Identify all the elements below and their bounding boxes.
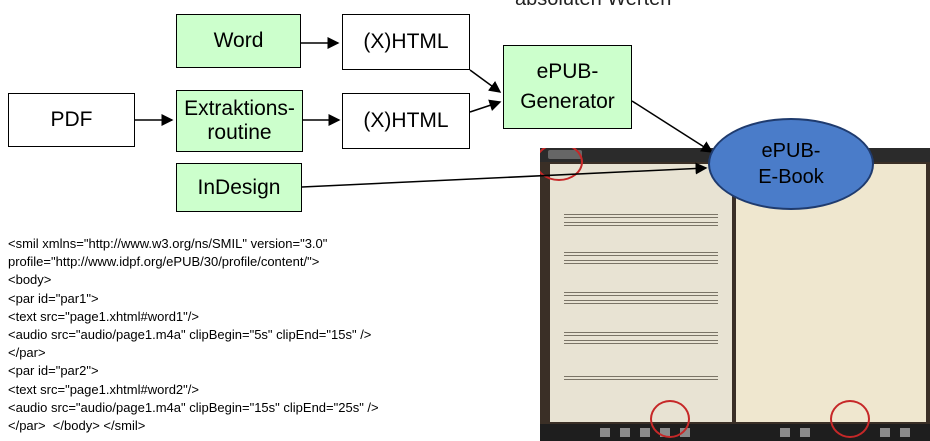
node-word: Word xyxy=(176,14,301,68)
page-thumbnail xyxy=(800,428,810,437)
node-xhtml-2: (X)HTML xyxy=(342,93,470,149)
node-xhtml-1: (X)HTML xyxy=(342,14,470,70)
code-line: <text src="page1.xhtml#word1"/> xyxy=(8,308,199,324)
code-line: <smil xmlns="http://www.w3.org/ns/SMIL" … xyxy=(8,236,328,251)
node-epub-ebook: ePUB- E-Book xyxy=(708,118,874,210)
node-epub-generator: ePUB- Generator xyxy=(503,45,632,129)
annotation-circle xyxy=(830,400,870,438)
node-indesign-label: InDesign xyxy=(197,175,281,199)
page-thumbnail xyxy=(680,428,690,437)
node-pdf: PDF xyxy=(8,93,135,147)
ebook-screenshot-image xyxy=(540,148,930,441)
node-extraction: Extraktions- routine xyxy=(176,90,303,152)
code-line: </par> </body> </smil> xyxy=(8,418,146,434)
page-thumbnail xyxy=(600,428,610,437)
music-staff xyxy=(564,292,718,296)
code-line: <par id="par2"> xyxy=(8,363,99,379)
page-thumbnail xyxy=(780,428,790,437)
smil-code-block: <smil xmlns="http://www.w3.org/ns/SMIL" … xyxy=(8,235,528,435)
music-staff xyxy=(564,300,718,304)
music-staff xyxy=(564,332,718,336)
music-staff xyxy=(564,376,718,380)
page-thumbnail xyxy=(620,428,630,437)
node-word-label: Word xyxy=(213,29,264,52)
arrow-xhtml2-to-generator xyxy=(469,99,502,113)
code-line: </par> xyxy=(8,345,46,361)
music-staff xyxy=(564,214,718,218)
node-xhtml-2-label: (X)HTML xyxy=(363,109,449,132)
code-line: <audio src="audio/page1.m4a" clipBegin="… xyxy=(8,327,372,343)
code-line: <audio src="audio/page1.m4a" clipBegin="… xyxy=(8,399,379,415)
node-xhtml-1-label: (X)HTML xyxy=(363,30,449,53)
code-line: <text src="page1.xhtml#word2"/> xyxy=(8,381,199,397)
music-staff xyxy=(564,222,718,226)
code-line: profile="http://www.idpf.org/ePUB/30/pro… xyxy=(8,254,320,270)
arrow-indesign-to-ebook xyxy=(301,162,708,188)
page-thumbnail xyxy=(900,428,910,437)
page-thumbnail xyxy=(880,428,890,437)
code-line: <par id="par1"> xyxy=(8,290,99,306)
annotation-circle xyxy=(540,148,583,181)
annotation-circle xyxy=(650,400,690,438)
code-line: <body> xyxy=(8,272,52,288)
music-staff xyxy=(564,340,718,344)
node-epub-ebook-label: ePUB- E-Book xyxy=(758,140,824,188)
page-thumbnail xyxy=(640,428,650,437)
arrow-generator-to-ebook xyxy=(631,100,714,153)
sheet-music-page xyxy=(550,164,732,422)
node-pdf-label: PDF xyxy=(50,108,93,131)
node-extraction-label: Extraktions- routine xyxy=(184,97,295,144)
top-caption: absoluten Werten xyxy=(515,0,671,11)
node-epub-generator-label: ePUB- Generator xyxy=(520,60,615,113)
arrow-xhtml-to-generator xyxy=(469,69,502,93)
music-staff xyxy=(564,252,718,256)
music-staff xyxy=(564,260,718,264)
node-indesign: InDesign xyxy=(176,163,302,212)
